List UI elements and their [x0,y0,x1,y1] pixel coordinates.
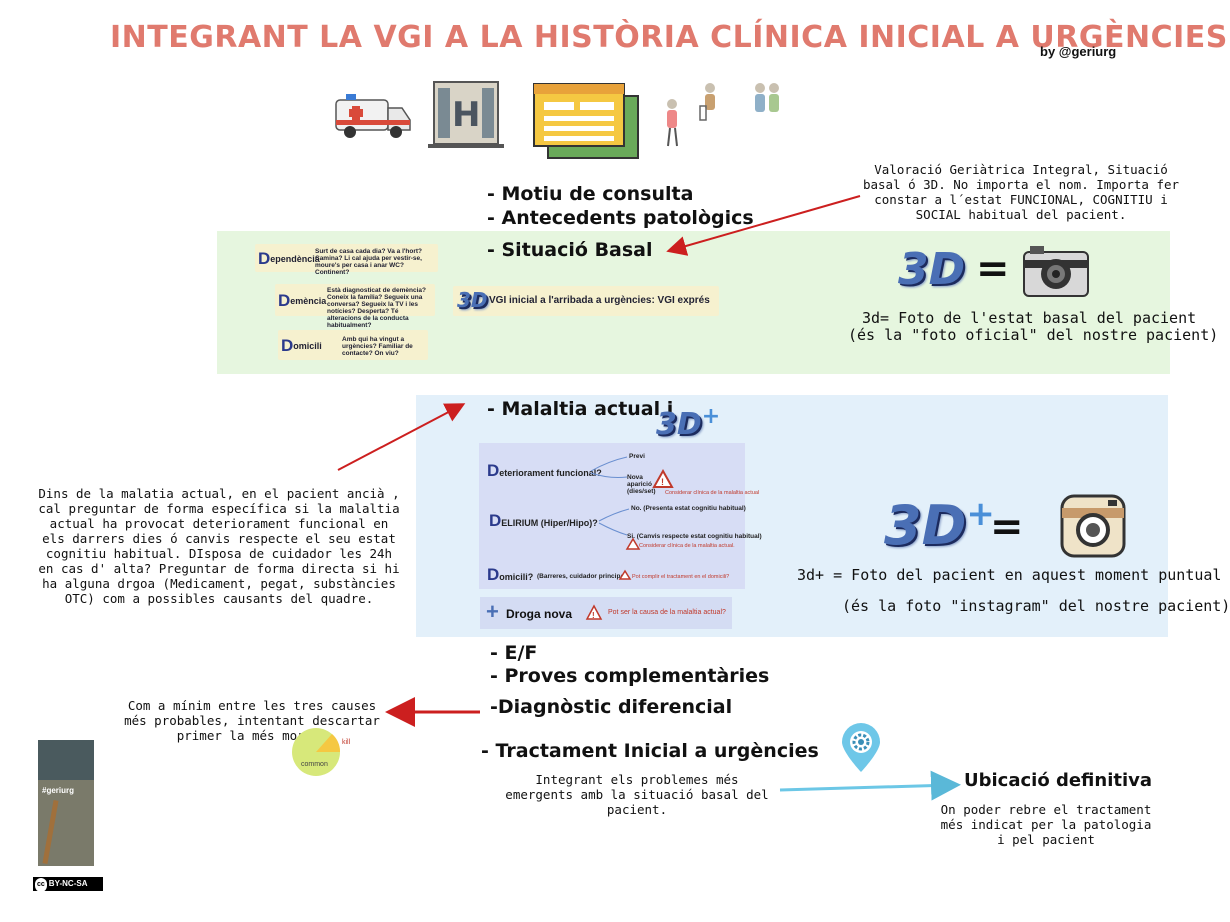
warning-icon [625,537,641,550]
3d-caption-line2: (és la "foto oficial" del nostre pacient… [848,326,1219,344]
header-icons: H [335,81,779,159]
arrow-to-situacio-basal [666,195,861,256]
vgi-definition-note: Valoració Geriàtrica Integral, Situació … [862,162,1180,222]
3d-plus-caption-line1: 3d+ = Foto del pacient en aquest moment … [797,566,1222,584]
section-tractament: - Tractament Inicial a urgències [481,740,819,762]
camera-icon [1023,246,1089,297]
location-gear-icon [842,723,880,772]
section-diagnostic: -Diagnòstic diferencial [490,696,733,718]
common-kill-pie: common kill [292,728,351,776]
section-proves: - Proves complementàries [490,665,770,687]
acute-item-delirium: DELIRIUM (Hiper/Hipo)? [489,511,598,530]
equals-sign: = [976,246,1010,292]
instagram-camera-icon [1060,494,1126,558]
warning-icon [618,569,632,580]
card-demencia: Demència Està diagnosticat de demència? … [275,284,435,329]
ubicacio-note: On poder rebre el tractament més indicat… [940,802,1152,847]
section-situacio-basal: - Situació Basal [487,239,653,261]
card-domicili: Domicili Amb qui ha vingut a urgències? … [278,330,428,360]
acute-item-domicili: Domicili? [487,565,534,584]
ubicacio-title: Ubicació definitiva [964,770,1153,791]
ambulance-icon [335,94,411,138]
3d-badge: 3D [898,244,966,295]
malaltia-actual-note: Dins de la malatia actual, en el pacient… [38,486,400,606]
acute-item-deteriorament: Deteriorament funcional? [487,461,602,480]
svg-text:!: ! [592,611,595,620]
section-antecedents: - Antecedents patològics [487,207,754,229]
arrow-to-ubicacio [779,770,961,801]
3d-caption-line1: 3d= Foto de l'estat basal del pacient [862,309,1197,327]
geriurg-photo: #geriurg [38,740,94,866]
hospital-icon: H [428,81,504,148]
section-malaltia-actual: - Malaltia actual i [487,398,674,420]
section-motiu: - Motiu de consulta [487,183,694,205]
arrow-to-malaltia-actual [337,403,466,471]
connector-arrows [337,195,961,801]
3d-plus-badge: 3D+ [884,494,995,557]
warning-icon: ! [585,604,603,620]
acute-panel-arrows: ! [590,456,674,580]
equals-sign: = [990,504,1024,550]
medical-record-icon [533,83,639,159]
pie-label-kill: kill [342,739,351,746]
3d-plus-small-badge: 3D+ [656,404,721,442]
card-dependencia: Dependència Surt de casa cada dia? Va a … [255,244,438,276]
author-byline: by @geriurg [1040,44,1117,59]
svg-text:H: H [452,95,480,135]
vgi-express-card: 3D VGI inicial a l'arribada a urgències:… [453,286,719,316]
section-ef: - E/F [490,642,538,664]
pie-label-common: common [301,761,328,768]
elderly-people-icon [667,83,779,147]
acute-assessment-panel: Deteriorament funcional? Previ Nova apar… [479,443,762,589]
droga-nova-card: + Droga nova ! Pot ser la causa de la ma… [480,597,732,629]
svg-text:!: ! [661,477,664,487]
warning-icon: ! [652,468,674,488]
tractament-note: Integrant els problemes més emergents am… [505,772,769,817]
diagnostic-note: Com a mínim entre les tres causes més pr… [124,698,380,743]
3d-plus-caption-line2: (és la foto "instagram" del nostre pacie… [842,597,1230,615]
